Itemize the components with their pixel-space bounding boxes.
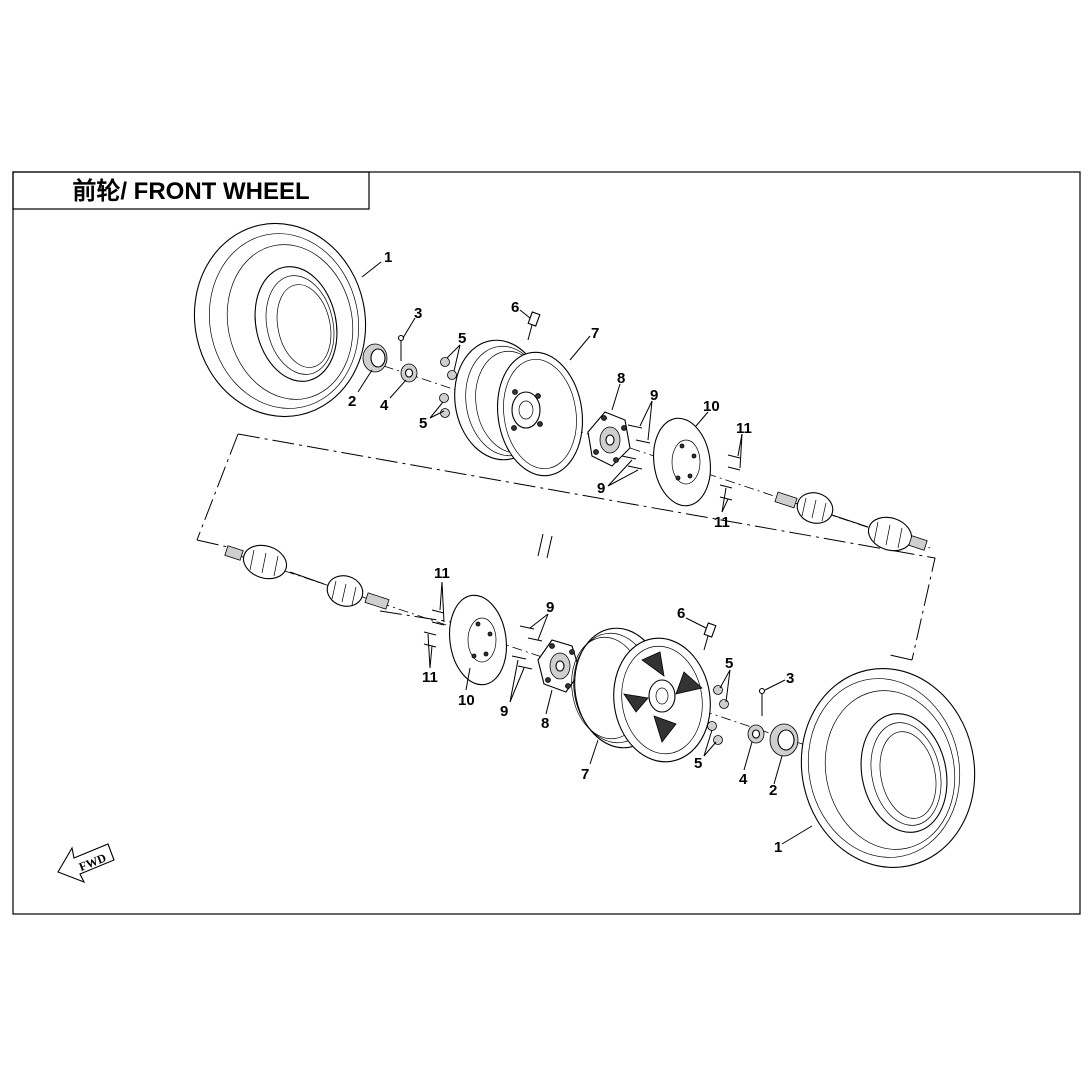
label-upper-stud-b: 9	[597, 480, 605, 497]
upper-drive-shaft	[774, 491, 928, 552]
upper-valve-stem	[527, 311, 541, 341]
upper-wheel-hub	[587, 411, 631, 467]
upper-disc-bolts	[719, 454, 741, 501]
label-upper-rim: 7	[591, 325, 599, 342]
upper-castle-nut	[362, 343, 388, 373]
label-upper-washer: 4	[380, 397, 389, 414]
lower-tire	[800, 668, 976, 868]
upper-cotter-pin	[397, 334, 405, 361]
upper-rim	[454, 339, 584, 477]
label-lower-lug-nut-b: 5	[694, 755, 702, 772]
label-upper-lug-nut-a: 5	[458, 330, 466, 347]
part-labels-upper: 1 2 3 4 5 5 6 7 8 9 9 10 11 11	[348, 249, 752, 531]
label-upper-tire: 1	[384, 249, 392, 266]
label-upper-bolt-b: 11	[714, 514, 730, 531]
label-lower-lug-nut-a: 5	[725, 655, 733, 672]
part-labels-lower: 1 2 3 4 5 5 6 7 8 9 9 10 11 11	[422, 565, 794, 856]
lower-drive-shaft	[224, 544, 390, 610]
break-mark	[537, 533, 553, 559]
diagram-frame	[12, 171, 1081, 915]
page-title: 前轮/ FRONT WHEEL	[72, 177, 309, 205]
lower-hub-studs	[511, 625, 543, 670]
label-lower-stud-b: 9	[500, 703, 508, 720]
lower-rim	[571, 627, 711, 763]
connection-line-right	[237, 433, 936, 661]
fwd-arrow-icon: FWD	[57, 843, 115, 884]
label-lower-tire: 1	[774, 839, 782, 856]
label-lower-cotter-pin: 3	[786, 670, 794, 687]
lower-lug-nuts	[707, 685, 729, 745]
upper-hub-studs	[621, 424, 651, 470]
label-lower-nut: 2	[769, 782, 777, 799]
upper-washer	[400, 363, 418, 383]
label-upper-hub: 8	[617, 370, 625, 387]
lower-wheel-hub	[537, 639, 581, 693]
lower-valve-stem	[703, 622, 717, 651]
label-lower-hub: 8	[541, 715, 549, 732]
connection-line-left-end	[196, 539, 233, 549]
fwd-label: FWD	[77, 850, 109, 874]
label-lower-stud-a: 9	[546, 599, 554, 616]
upper-tire	[193, 222, 367, 418]
upper-lug-nuts	[439, 357, 457, 418]
lower-castle-nut	[769, 723, 799, 757]
lower-brake-disc	[449, 594, 507, 686]
upper-brake-disc	[653, 417, 711, 507]
label-lower-bolt-b: 11	[422, 669, 438, 686]
lower-washer	[747, 724, 765, 744]
label-upper-disc: 10	[703, 398, 720, 415]
connection-line-left	[196, 433, 239, 541]
label-upper-lug-nut-b: 5	[419, 415, 427, 432]
leader-lines	[357, 261, 813, 845]
label-lower-washer: 4	[739, 771, 748, 788]
label-upper-valve: 6	[511, 299, 519, 316]
label-lower-bolt-a: 11	[434, 565, 450, 582]
label-upper-cotter-pin: 3	[414, 305, 422, 322]
label-upper-stud-a: 9	[650, 387, 658, 404]
label-upper-nut: 2	[348, 393, 356, 410]
title-box	[12, 171, 370, 210]
label-lower-valve: 6	[677, 605, 685, 622]
connection-line-lower	[379, 610, 491, 629]
connection-line-right-end	[889, 654, 913, 661]
label-lower-rim: 7	[581, 766, 589, 783]
lower-cotter-pin	[758, 687, 766, 716]
label-upper-bolt-a: 11	[736, 420, 752, 437]
label-lower-disc: 10	[458, 692, 475, 709]
lower-disc-bolts	[423, 609, 445, 648]
